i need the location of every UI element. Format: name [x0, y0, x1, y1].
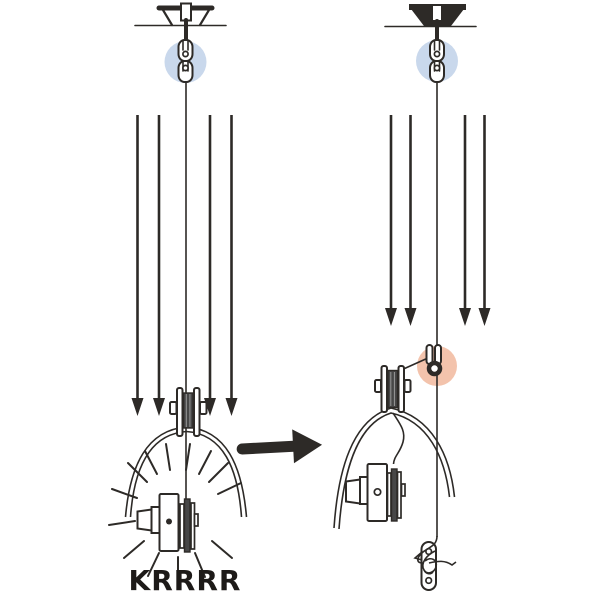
chain-links-icon-right — [429, 39, 445, 83]
noise-label: KRRRR — [129, 564, 242, 597]
winch-knob-right — [345, 478, 361, 505]
transition-arrow-icon — [236, 429, 323, 464]
right-panel — [333, 4, 491, 591]
falling-rope-arrows-left — [131, 115, 238, 416]
rope-tail-wavy — [392, 412, 405, 465]
falling-rope-arrows-right — [385, 115, 491, 326]
winch-device-icon-left — [136, 493, 199, 553]
rope-grab-icon — [425, 344, 443, 377]
pulley-block-icon-left — [169, 387, 208, 437]
ceiling-anchor-icon-right — [384, 4, 477, 44]
tie-off-plate-knot-icon — [413, 535, 457, 591]
winch-device-icon-right — [345, 463, 406, 522]
pulley-block-icon-right — [374, 365, 412, 413]
anchor-pin-left — [180, 2, 192, 22]
winch-knob-left — [136, 508, 153, 532]
chain-links-icon-left — [177, 39, 194, 83]
anchor-pin-right — [431, 4, 443, 22]
ceiling-anchor-icon-left — [134, 2, 227, 44]
left-panel: KRRRR — [108, 2, 248, 597]
